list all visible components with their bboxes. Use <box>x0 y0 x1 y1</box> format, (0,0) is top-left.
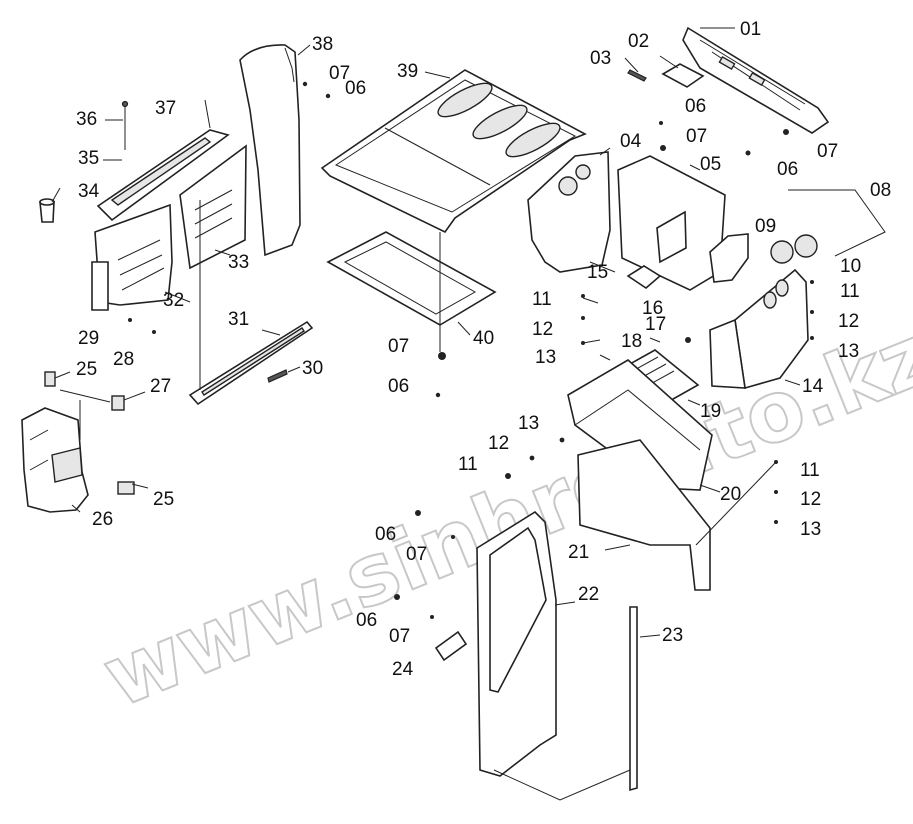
label-07b: 07 <box>686 126 707 147</box>
label-06b: 06 <box>685 96 706 117</box>
label-22: 22 <box>578 584 599 605</box>
label-33: 33 <box>228 252 249 273</box>
part-40-roof-window <box>326 231 497 326</box>
part-32-cup-holder <box>91 261 109 311</box>
label-13b: 13 <box>838 341 859 362</box>
part-04-speaker-pod <box>527 151 611 273</box>
label-11d: 11 <box>800 460 820 481</box>
label-38: 38 <box>312 34 333 55</box>
label-12b: 12 <box>838 311 859 332</box>
label-01: 01 <box>740 19 761 40</box>
part-33-inner-panel <box>179 144 247 270</box>
label-07e: 07 <box>406 544 427 565</box>
label-13a: 13 <box>535 347 556 368</box>
label-39: 39 <box>397 61 418 82</box>
leader-lines <box>51 27 886 801</box>
label-14: 14 <box>802 376 824 397</box>
label-20: 20 <box>720 484 741 505</box>
part-22-door <box>476 510 557 777</box>
part-39-roof <box>320 69 587 234</box>
label-06f: 06 <box>356 610 377 631</box>
part-38-side-post <box>239 44 301 257</box>
part-10-speaker-left <box>770 240 794 264</box>
label-28: 28 <box>113 349 134 370</box>
label-07a: 07 <box>329 63 350 84</box>
part-36-nut <box>121 100 129 108</box>
part-10-speaker-right <box>794 234 818 258</box>
part-27-switch <box>111 395 125 411</box>
label-05: 05 <box>700 154 721 175</box>
part-16-cover-plate <box>626 265 662 290</box>
part-02-plate <box>661 63 705 88</box>
label-15: 15 <box>587 262 608 283</box>
label-12c: 12 <box>488 433 509 454</box>
label-08: 08 <box>870 180 891 201</box>
label-07f: 07 <box>389 626 410 647</box>
part-25-switch-top <box>44 371 56 387</box>
label-19: 19 <box>700 401 721 422</box>
label-06d: 06 <box>388 376 409 397</box>
label-10: 10 <box>840 256 861 277</box>
label-11c: 11 <box>458 454 478 475</box>
label-25b: 25 <box>153 489 174 510</box>
label-36: 36 <box>76 109 97 130</box>
label-23: 23 <box>662 625 683 646</box>
part-01-rear-bracket <box>682 26 830 134</box>
fastener-dots <box>128 81 814 619</box>
part-21-lower-plate <box>577 439 711 591</box>
label-06a: 06 <box>345 78 366 99</box>
label-31: 31 <box>228 309 249 330</box>
label-34: 34 <box>78 181 100 202</box>
label-29: 29 <box>78 328 99 349</box>
label-13c: 13 <box>518 413 539 434</box>
label-27: 27 <box>150 376 171 397</box>
label-21: 21 <box>568 542 589 563</box>
label-07c: 07 <box>817 141 838 162</box>
part-05-rear-panel <box>617 155 726 291</box>
label-02: 02 <box>628 31 649 52</box>
label-35: 35 <box>78 148 99 169</box>
part-26-left-console <box>21 407 89 513</box>
label-07d: 07 <box>388 336 409 357</box>
part-31-rail-inner <box>201 327 305 396</box>
label-17: 17 <box>645 314 666 335</box>
label-11b: 11 <box>840 281 860 302</box>
label-24: 24 <box>392 659 414 680</box>
part-34-cup-rim <box>39 198 55 206</box>
part-labels: 01 02 03 04 05 06 06 06 06 06 06 07 07 0… <box>76 19 891 680</box>
label-32: 32 <box>163 290 184 311</box>
label-37: 37 <box>155 98 176 119</box>
label-03: 03 <box>590 48 611 69</box>
part-14-right-housing <box>709 268 809 390</box>
part-09-corner-panel <box>709 233 749 283</box>
label-30: 30 <box>302 358 323 379</box>
label-06e: 06 <box>375 524 396 545</box>
label-25a: 25 <box>76 359 97 380</box>
label-12a: 12 <box>532 319 553 340</box>
part-20-base-frame <box>567 359 713 491</box>
label-18: 18 <box>621 331 642 352</box>
label-11a: 11 <box>532 289 552 310</box>
label-12d: 12 <box>800 489 821 510</box>
part-03-screw <box>627 69 647 82</box>
label-06c: 06 <box>777 159 798 180</box>
part-25-switch-bottom <box>117 481 135 495</box>
part-23-door-rail <box>629 606 638 792</box>
label-09: 09 <box>755 216 776 237</box>
part-24-door-pad <box>434 630 468 662</box>
label-40: 40 <box>473 328 494 349</box>
label-16: 16 <box>642 298 663 319</box>
part-30-screw <box>267 369 288 383</box>
label-26: 26 <box>92 509 113 530</box>
label-13d: 13 <box>800 519 821 540</box>
label-04: 04 <box>620 131 642 152</box>
part-37-rail-slots <box>110 137 212 206</box>
